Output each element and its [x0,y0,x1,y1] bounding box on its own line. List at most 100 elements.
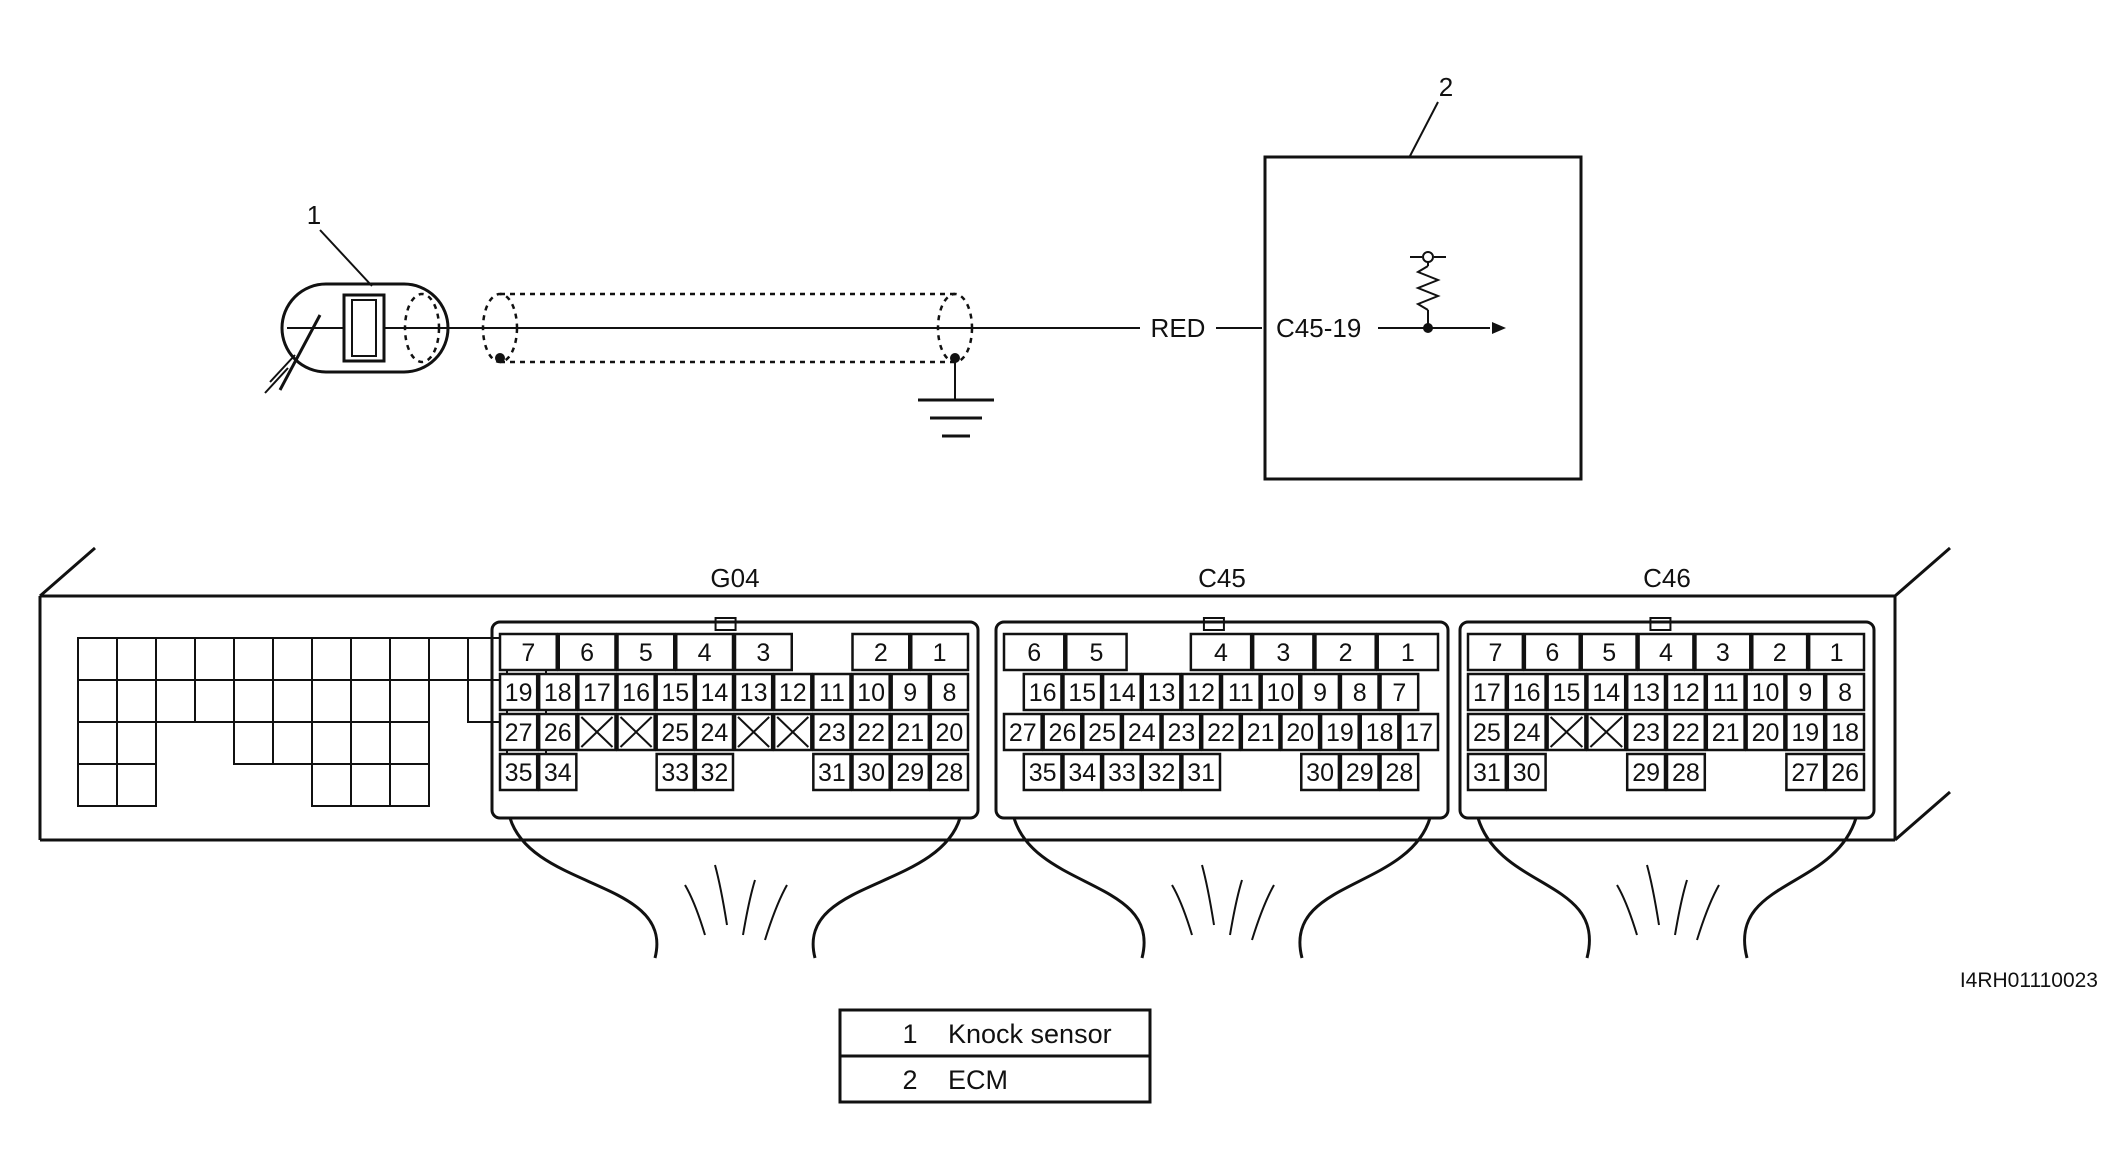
legend-table: 1 Knock sensor 2 ECM [838,1008,1152,1104]
connector-pin [498,632,558,672]
connector-name: C46 [1643,563,1691,593]
connector-face [994,620,1450,820]
pin-number: 30 [1306,759,1334,787]
connector-pin [537,752,578,792]
connector-pin [929,712,970,752]
vent-cell [389,763,430,807]
connector-pin [1807,632,1866,672]
connector-pin [910,632,970,672]
connector-pin [616,672,656,712]
connector-pin [498,712,539,752]
pin-number: 34 [544,759,572,787]
connector-pin [1002,712,1043,752]
pin-number: 23 [1167,719,1195,747]
pin-number: 7 [1392,679,1406,707]
wire-color-label: RED [1151,313,1206,343]
pin-number: 22 [857,719,885,747]
harness-wire-strand [1646,864,1660,926]
vent-cell [77,763,118,807]
vent-cell [194,637,235,681]
connector-pin [1705,672,1746,712]
harness-wire-strand [1229,879,1243,936]
pin-number: 24 [1128,719,1156,747]
vent-cell [350,763,391,807]
vent-cell [116,679,157,723]
connector-pin [1141,672,1182,712]
connector-pin [1062,672,1103,712]
pin-number: 29 [1346,759,1374,787]
pull-up-resistor [1415,265,1441,311]
pin-number: 27 [1791,759,1819,787]
pin-number: 10 [1267,679,1295,707]
connector-pin [675,632,735,672]
unused-pin-mark [580,716,614,748]
sensor-shield-end [403,292,441,364]
harness-wire-strand [764,884,788,941]
harness-wire-strand [1251,884,1275,941]
pin-number: 33 [1108,759,1136,787]
harness-wire-strand [1171,884,1193,936]
connector-name: C45 [1198,563,1246,593]
connector-pin [1785,672,1826,712]
connector-pin [890,712,931,752]
pin-number: 31 [1473,759,1501,787]
connector-pin [1466,712,1508,752]
pin-number: 4 [698,639,712,667]
vent-cell [311,679,352,723]
pin-number: 7 [521,639,535,667]
housing-vent-grid [77,637,547,807]
vent-cell [116,721,157,765]
vent-cell [233,637,274,681]
legend-label-1: Knock sensor [948,1019,1112,1049]
pin-number: 18 [544,679,572,707]
knock-sensor [264,282,500,394]
connector-pin [890,672,931,712]
pin-number: 35 [1029,759,1057,787]
vent-cell [389,637,430,681]
shield-drain-junction [495,353,505,363]
pin-number: 29 [896,759,924,787]
connector-latch [714,617,737,631]
pin-number: 6 [580,639,594,667]
vent-cell [77,637,118,681]
pin-number: 18 [1831,719,1859,747]
pin-number: 3 [1276,639,1290,667]
pin-number: 26 [544,719,572,747]
connector-pin [1300,672,1341,712]
pin-number: 21 [1712,719,1740,747]
connector-pin [1523,632,1581,672]
pin-number: 18 [1366,719,1394,747]
pin-number: 16 [622,679,650,707]
connector-pin [772,672,813,712]
pin-number: 20 [1752,719,1780,747]
connector-pin [1785,712,1826,752]
pin-number: 4 [1659,639,1673,667]
pin-number: 14 [1592,679,1620,707]
connector-pin [1161,712,1202,752]
pin-number: 17 [583,679,611,707]
connector-latch [1649,617,1672,631]
connector-pin [1181,672,1222,712]
callout-2-leader [1409,101,1439,157]
pin-number: 33 [661,759,689,787]
ecm-connector-housing [38,546,1951,842]
signal-arrow [1492,322,1506,334]
harness-wire-strand [1696,884,1720,941]
connector-pin [1300,752,1341,792]
pin-number: 12 [1187,679,1215,707]
connector-pin [1339,752,1380,792]
connector-pin [1379,752,1420,792]
connector-pin [1042,712,1083,752]
vent-cell [350,679,391,723]
connector-pin [851,672,891,712]
connector-pin [577,672,617,712]
connector-pin [1625,752,1667,792]
pin-number: 32 [1148,759,1176,787]
pin-number: 4 [1214,639,1228,667]
connector-pin [812,712,852,752]
pin-number: 13 [1148,679,1176,707]
pin-number: 27 [505,719,533,747]
pin-number: 25 [1473,719,1501,747]
vent-cell [311,637,352,681]
vent-cell [311,763,352,807]
